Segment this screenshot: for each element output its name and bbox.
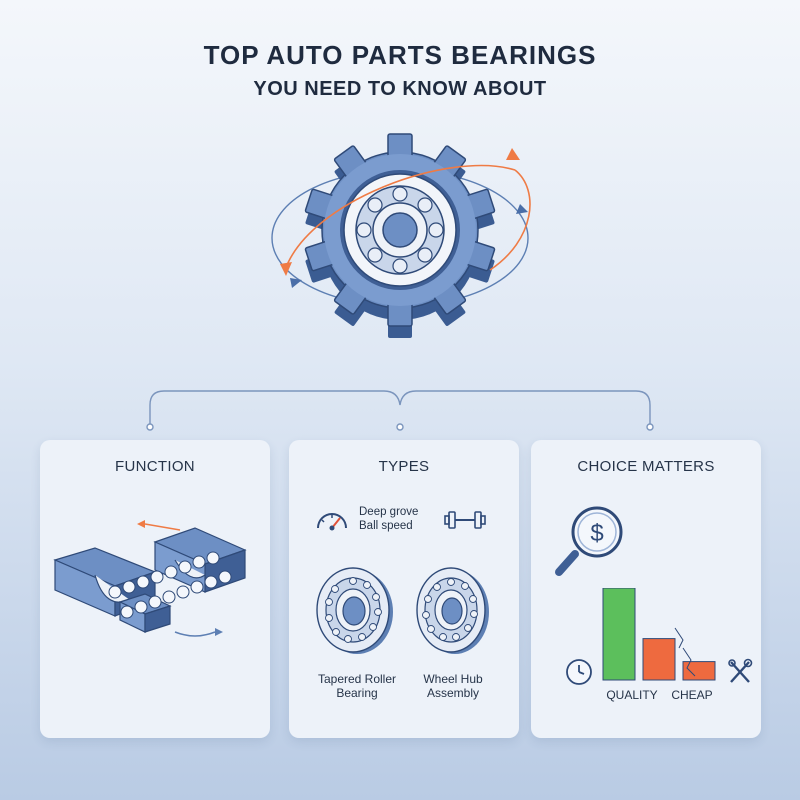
bearing-track-illustration [45,520,265,650]
speed-label-line2: Ball speed [359,520,413,532]
card-title-choice: CHOICE MATTERS [577,458,715,475]
wheel-hub-assembly-icon [411,566,491,656]
clock-icon [565,658,593,686]
page-title: TOP AUTO PARTS BEARINGS [203,40,597,70]
svg-text:$: $ [590,520,603,547]
card-title-function: FUNCTION [115,458,195,475]
bar-label-quality: QUALITY [606,688,658,702]
page-subtitle: YOU NEED TO KNOW ABOUT [253,78,547,100]
card-function: FUNCTION [40,440,270,738]
tapered-roller-bearing-icon [315,566,395,656]
gear-bearing-icon [250,130,550,340]
speedometer-icon [315,506,349,532]
card-types: TYPES Deep grove Ball speed [289,440,519,738]
bearing2-label-line1: Wheel Hub [423,672,483,686]
bar-quality [602,588,636,681]
card-title-types: TYPES [378,458,430,475]
wrench-screwdriver-icon [727,658,753,686]
magnifier-dollar-icon: $ [551,502,631,582]
bar-cheap [642,638,676,681]
bearing1-label-line2: Bearing [336,686,378,700]
bar-broken [682,661,716,681]
dumbbell-icon [443,510,487,530]
card-choice-matters: CHOICE MATTERS $ QU [531,440,761,738]
speed-label-line1: Deep grove [359,506,419,518]
bearing2-label-line2: Assembly [426,686,479,700]
connector-bracket [140,385,660,435]
bearing1-label-line1: Tapered Roller [317,672,397,686]
bar-label-cheap: CHEAP [671,688,713,702]
quality-cheap-bar-chart [591,588,731,688]
